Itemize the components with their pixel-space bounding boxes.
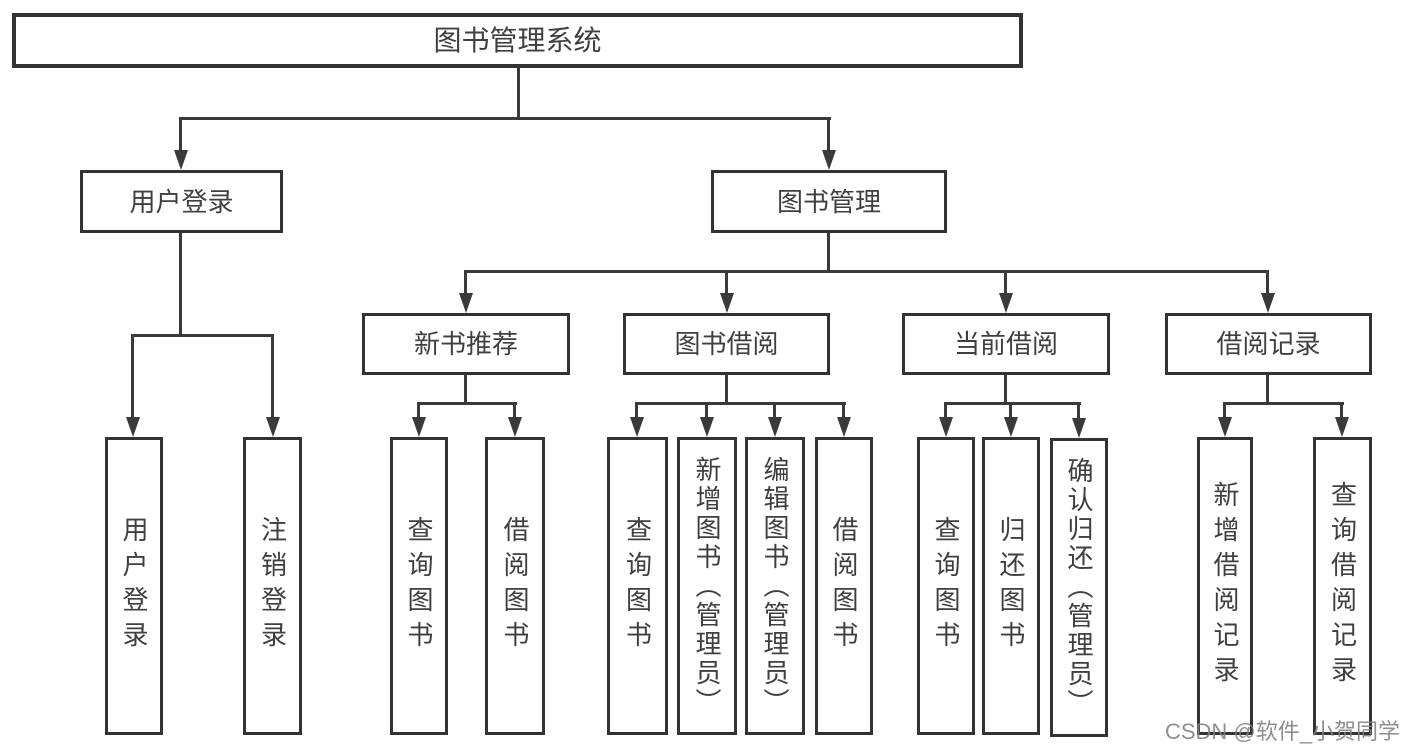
arrow-down-icon: [1072, 418, 1086, 438]
edge-to-leaf-logout: [271, 334, 274, 418]
leaf-add-book-admin: 新增图书（管理员）: [677, 437, 737, 735]
edge-to-leaf: [1077, 402, 1080, 418]
arrow-down-icon: [459, 293, 473, 313]
leaf-label: 用户登录: [119, 516, 149, 656]
edge-borrow-record-drop: [1266, 375, 1269, 405]
leaf-label: 归还图书: [996, 516, 1026, 656]
leaf-borrow-book-1: 借阅图书: [485, 437, 545, 735]
edge-to-leaf: [1009, 402, 1012, 418]
edge-to-book-mgmt: [827, 117, 830, 151]
edge-current-borrow-drop: [1004, 375, 1007, 405]
leaf-add-borrow-record: 新增借阅记录: [1197, 437, 1253, 735]
leaf-query-borrow-record: 查询借阅记录: [1313, 437, 1372, 735]
edge-to-leaf: [635, 402, 638, 418]
node-book-borrow: 图书借阅: [623, 313, 830, 375]
edge-to-book-borrow: [725, 270, 728, 294]
arrow-down-icon: [126, 417, 140, 437]
node-current-borrow: 当前借阅: [902, 313, 1110, 375]
arrow-down-icon: [174, 150, 188, 170]
edge-root-drop: [517, 68, 520, 117]
node-root: 图书管理系统: [12, 13, 1023, 68]
arrow-down-icon: [700, 417, 714, 437]
edge-to-leaf: [1223, 402, 1226, 418]
arrow-down-icon: [1218, 417, 1232, 437]
edge-user-login-bus: [131, 334, 274, 337]
leaf-label: 查询借阅记录: [1327, 481, 1358, 691]
edge-user-login-drop: [179, 233, 182, 337]
leaf-borrow-book-2: 借阅图书: [815, 437, 873, 735]
leaf-return-book: 归还图书: [982, 437, 1040, 735]
arrow-down-icon: [720, 293, 734, 313]
arrow-down-icon: [837, 417, 851, 437]
edge-to-leaf: [944, 402, 947, 418]
edge-to-leaf: [417, 402, 420, 418]
edge-book-borrow-bus: [635, 402, 846, 405]
arrow-down-icon: [1004, 417, 1018, 437]
leaf-label: 注销登录: [257, 516, 288, 656]
leaf-label: 查询图书: [404, 516, 434, 656]
node-user-login: 用户登录: [80, 170, 283, 233]
edge-to-new-book-rec: [464, 270, 467, 294]
leaf-label: 确认归还（管理员）: [1064, 457, 1094, 718]
leaf-user-login: 用户登录: [105, 437, 163, 735]
edge-to-leaf: [773, 402, 776, 418]
node-new-book-recommend: 新书推荐: [362, 313, 570, 375]
edge-to-leaf-user-login: [131, 334, 134, 418]
leaf-label: 借阅图书: [829, 516, 859, 656]
leaf-logout-login: 注销登录: [243, 437, 302, 735]
leaf-label: 借阅图书: [500, 516, 530, 656]
edge-new-book-rec-drop: [464, 375, 467, 405]
edge-new-book-rec-bus: [417, 402, 517, 405]
leaf-query-book-2: 查询图书: [607, 437, 668, 735]
arrow-down-icon: [1335, 417, 1349, 437]
arrow-down-icon: [822, 150, 836, 170]
edge-to-leaf: [705, 402, 708, 418]
edge-book-borrow-drop: [725, 375, 728, 405]
leaf-label: 新增借阅记录: [1210, 481, 1240, 691]
node-book-management: 图书管理: [711, 170, 947, 233]
edge-to-current-borrow: [1004, 270, 1007, 294]
arrow-down-icon: [412, 417, 426, 437]
arrow-down-icon: [266, 417, 280, 437]
edge-to-borrow-record: [1266, 270, 1269, 294]
edge-to-user-login: [179, 117, 182, 151]
edge-level3-bus: [464, 270, 1269, 273]
arrow-down-icon: [999, 293, 1013, 313]
node-borrow-record: 借阅记录: [1165, 313, 1372, 375]
edge-to-leaf: [513, 402, 516, 418]
arrow-down-icon: [939, 417, 953, 437]
edge-level2-bus: [179, 117, 831, 120]
leaf-label: 新增图书（管理员）: [692, 455, 722, 717]
arrow-down-icon: [768, 417, 782, 437]
leaf-query-book-3: 查询图书: [917, 437, 975, 735]
arrow-down-icon: [630, 417, 644, 437]
leaf-label: 查询图书: [622, 516, 653, 656]
leaf-label: 查询图书: [931, 516, 961, 656]
leaf-edit-book-admin: 编辑图书（管理员）: [745, 437, 805, 735]
edge-current-borrow-bus: [944, 402, 1081, 405]
leaf-confirm-return-admin: 确认归还（管理员）: [1050, 438, 1108, 737]
edge-to-leaf: [842, 402, 845, 418]
edge-to-leaf: [1340, 402, 1343, 418]
edge-borrow-record-bus: [1223, 402, 1344, 405]
arrow-down-icon: [1261, 293, 1275, 313]
arrow-down-icon: [508, 417, 522, 437]
edge-book-mgmt-drop: [827, 233, 830, 273]
leaf-query-book-1: 查询图书: [390, 437, 448, 735]
leaf-label: 编辑图书（管理员）: [760, 455, 790, 717]
